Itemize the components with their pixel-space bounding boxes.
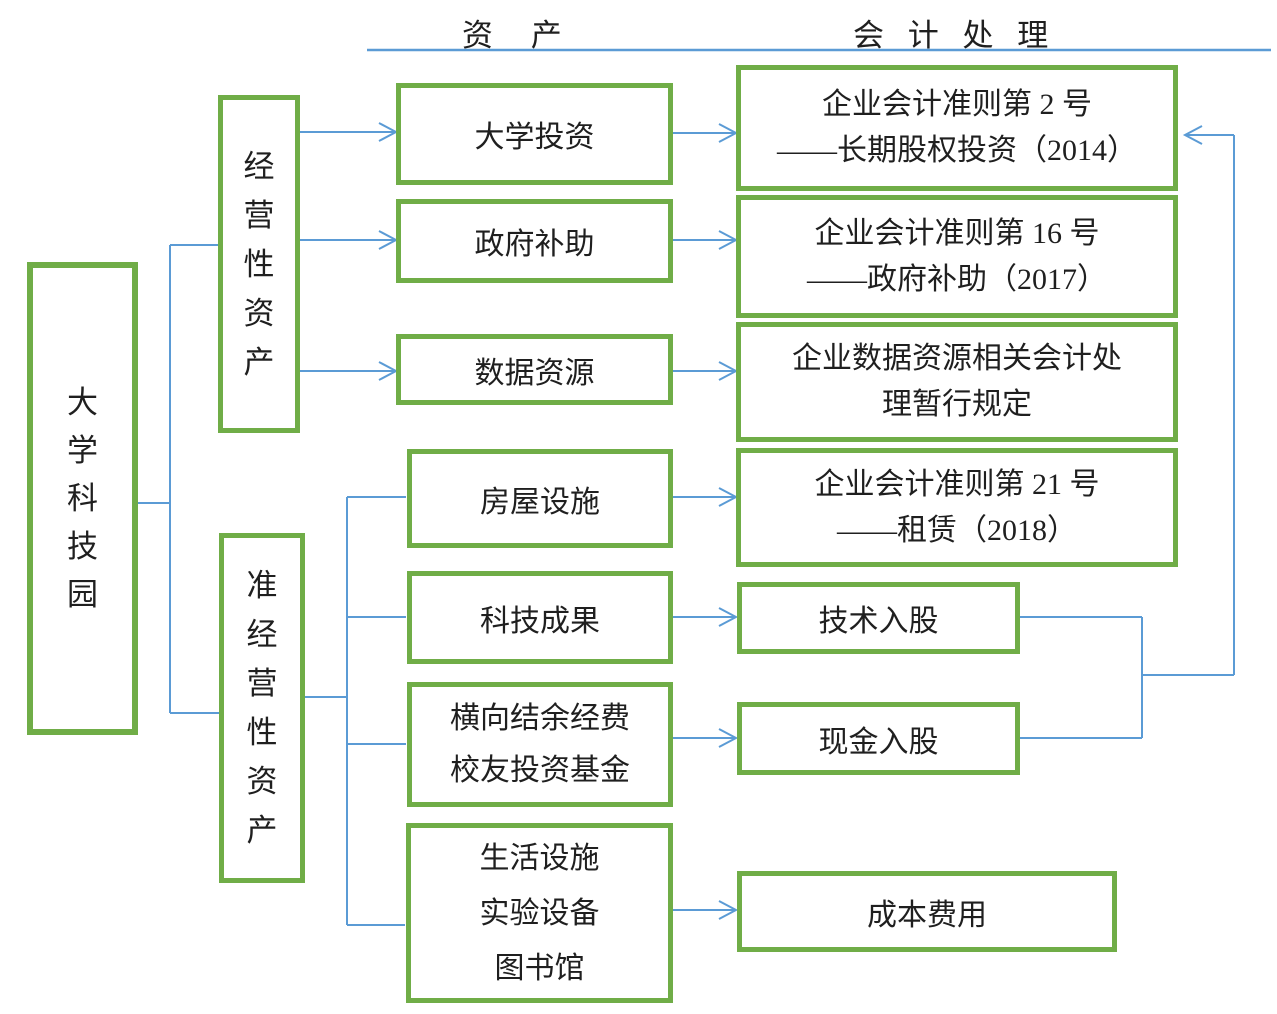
node-label: 横向结余经费 校友投资基金 — [450, 701, 630, 787]
node-label: 房屋设施 — [480, 485, 600, 519]
node-label: 生活设施 实验设备 图书馆 — [479, 841, 600, 985]
node-tech-achievements[interactable]: 科技成果 — [407, 571, 673, 664]
node-label: 准 经 营 性 资 产 — [246, 568, 278, 848]
column-header-assets: 资 产 — [462, 18, 577, 53]
node-government-subsidy[interactable]: 政府补助 — [396, 199, 673, 283]
node-standard-2-long-term-equity[interactable]: 企业会计准则第 2 号 ——长期股权投资（2014） — [736, 65, 1178, 191]
trunk-left — [169, 244, 219, 714]
arrow-gov-subsidy-to-std16 — [673, 230, 739, 250]
node-surplus-funds-alumni-fund[interactable]: 横向结余经费 校友投资基金 — [407, 682, 673, 807]
arrow-tech-achievements-to-tech-equity — [673, 607, 739, 627]
node-operating-assets[interactable]: 经 营 性 资 产 — [218, 95, 300, 433]
node-label: 成本费用 — [867, 898, 987, 932]
node-label: 大 学 科 技 园 — [67, 384, 98, 612]
node-label: 大学投资 — [474, 121, 595, 154]
node-housing-facilities[interactable]: 房屋设施 — [407, 449, 673, 548]
node-label: 企业会计准则第 21 号 ——租赁（2018） — [814, 467, 1100, 547]
node-label: 现金入股 — [818, 725, 939, 759]
arrow-operating-to-univ-investment — [300, 122, 399, 142]
node-standard-16-gov-subsidy[interactable]: 企业会计准则第 16 号 ——政府补助（2017） — [736, 195, 1178, 318]
feedback-equity-to-std2 — [1020, 125, 1235, 739]
node-label: 企业数据资源相关会计处 理暂行规定 — [792, 342, 1122, 421]
node-label: 技术入股 — [818, 605, 939, 638]
node-cost-expense[interactable]: 成本费用 — [737, 871, 1117, 952]
node-cash-equity[interactable]: 现金入股 — [737, 702, 1020, 775]
trunk-quasi — [305, 496, 406, 926]
node-label: 政府补助 — [474, 228, 595, 261]
node-label: 科技成果 — [480, 604, 600, 638]
arrow-surplus-funds-to-cash-equity — [673, 728, 739, 748]
node-data-resource-interim-rules[interactable]: 企业数据资源相关会计处 理暂行规定 — [736, 322, 1178, 442]
arrow-operating-to-gov-subsidy — [300, 230, 399, 250]
node-label: 经 营 性 资 产 — [243, 148, 275, 380]
arrow-operating-to-data-resources — [300, 361, 399, 381]
node-label: 企业会计准则第 2 号 ——长期股权投资（2014） — [777, 88, 1137, 167]
node-data-resources[interactable]: 数据资源 — [396, 334, 673, 405]
node-university-investment[interactable]: 大学投资 — [396, 83, 673, 185]
arrow-housing-to-std21 — [673, 487, 739, 507]
node-label: 数据资源 — [474, 356, 595, 390]
arrow-data-resources-to-interim-rules — [673, 361, 739, 381]
node-university-science-park[interactable]: 大 学 科 技 园 — [27, 262, 138, 735]
node-technology-equity[interactable]: 技术入股 — [737, 582, 1020, 654]
arrow-facilities-to-cost-expense — [673, 900, 739, 920]
node-standard-21-leases[interactable]: 企业会计准则第 21 号 ——租赁（2018） — [736, 448, 1178, 567]
node-label: 企业会计准则第 16 号 ——政府补助（2017） — [807, 216, 1107, 296]
arrow-univ-investment-to-std2 — [673, 123, 739, 143]
node-living-lab-library[interactable]: 生活设施 实验设备 图书馆 — [406, 823, 673, 1003]
node-quasi-operating-assets[interactable]: 准 经 营 性 资 产 — [219, 533, 305, 883]
column-header-accounting: 会 计 处 理 — [853, 18, 1057, 53]
